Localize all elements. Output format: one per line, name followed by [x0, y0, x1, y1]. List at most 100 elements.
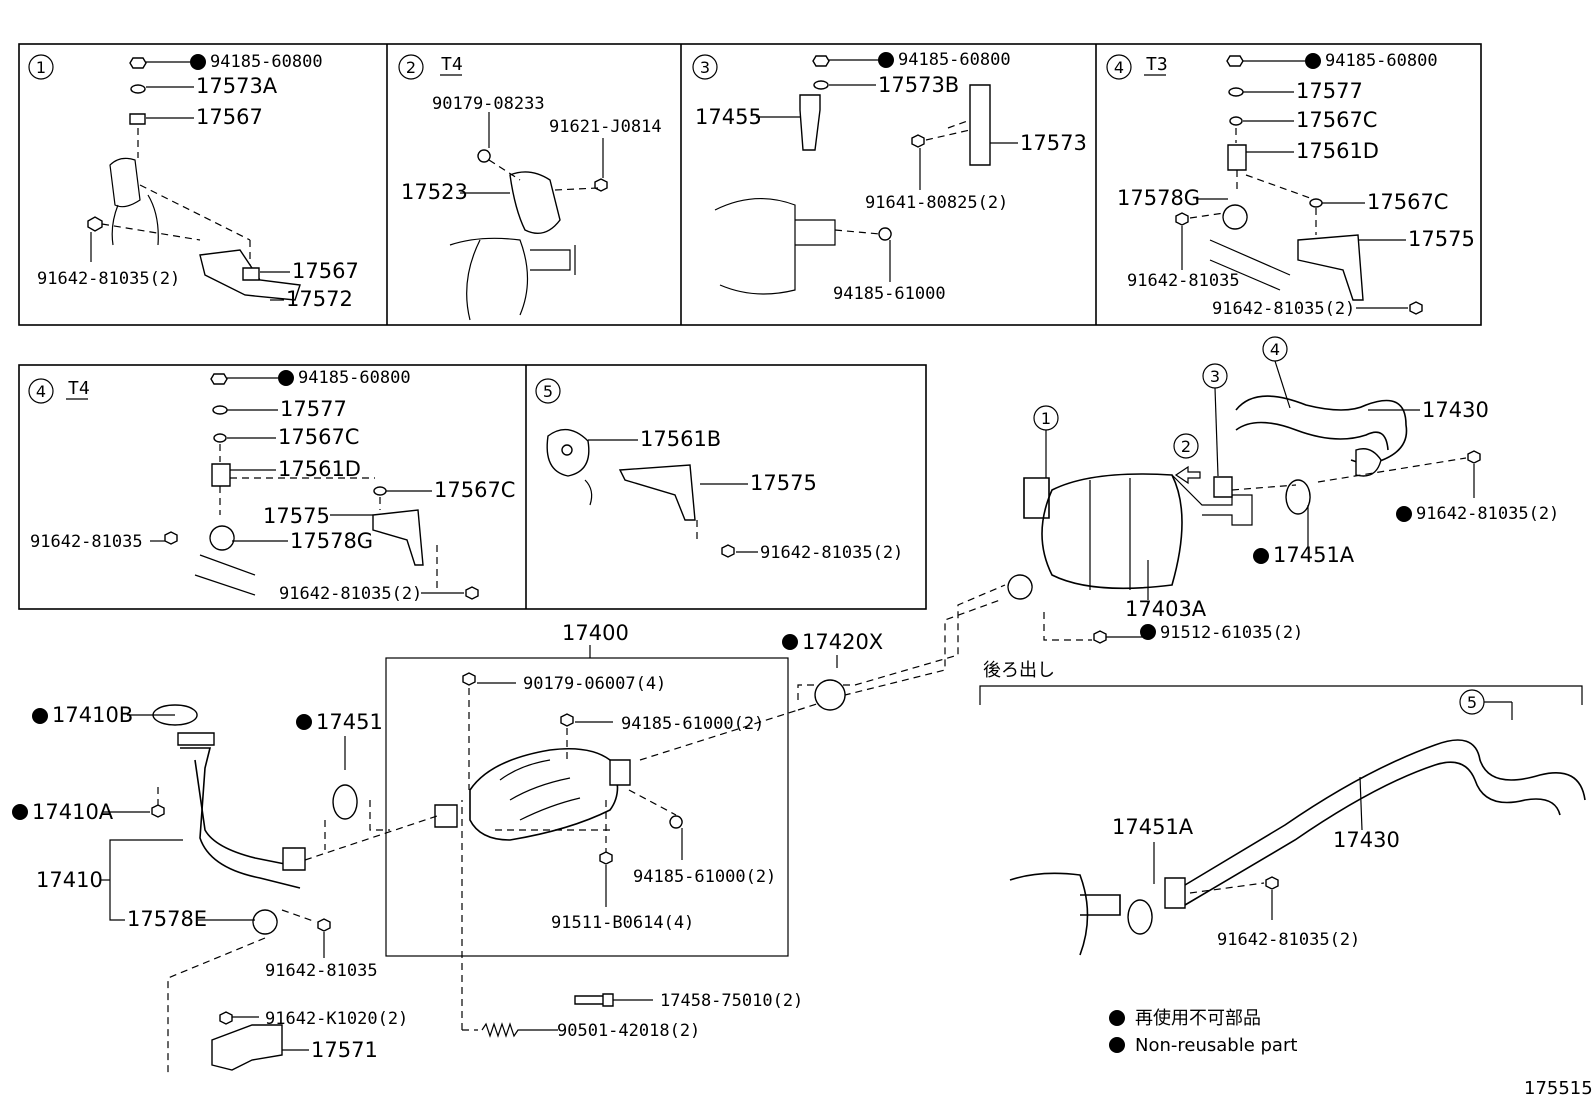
label-17561D: 17561D	[1296, 139, 1379, 163]
label-91642-K1020-2: 91642-K1020(2)	[265, 1009, 408, 1029]
top-panels-frame	[18, 43, 1482, 326]
bolt-part	[462, 672, 476, 686]
label-17410A: 17410A	[32, 800, 114, 824]
bolt-part	[164, 531, 178, 545]
label-91642-81035-2: 91642-81035(2)	[1217, 930, 1360, 950]
bolt-part	[721, 544, 735, 558]
panel-2-badge	[398, 54, 424, 80]
label-17400: 17400	[562, 621, 629, 645]
legend-english: Non-reusable part	[1135, 1035, 1297, 1056]
nut-part	[129, 57, 147, 69]
label-91642-81035-2: 91642-81035(2)	[279, 584, 422, 604]
panel-5: 5 17561B 17575 91642-81035(2)	[535, 378, 903, 563]
bolt-part	[219, 1011, 233, 1025]
label-91642-81035-2: 91642-81035(2)	[1212, 299, 1355, 319]
label-91642-81035: 91642-81035	[1127, 271, 1240, 291]
non-reusable-dot	[1109, 1037, 1125, 1053]
label-17577: 17577	[280, 397, 347, 421]
label-17567: 17567	[196, 105, 263, 129]
bracket-17575-part	[372, 509, 424, 566]
label-94185-61000-2: 94185-61000(2)	[621, 714, 764, 734]
label-17578G: 17578G	[290, 529, 373, 553]
label-17458-75010-2: 17458-75010(2)	[660, 991, 803, 1011]
label-94185-61000: 94185-61000	[833, 284, 946, 304]
label-94185-60800: 94185-60800	[1325, 51, 1438, 71]
panel-2-number: 2	[406, 58, 416, 77]
panel-4-t3-badge	[1106, 54, 1132, 80]
cushion-part	[129, 113, 146, 125]
bolt-part	[594, 178, 608, 192]
label-91642-81035-2: 91642-81035(2)	[760, 543, 903, 563]
bracket-17573-part	[969, 84, 991, 166]
label-17573A: 17573A	[196, 74, 278, 98]
non-reusable-dot	[1109, 1010, 1125, 1026]
front-pipe-flange-part	[177, 732, 215, 746]
tail-pipe-flange-part	[1355, 448, 1382, 477]
bolt-part	[911, 134, 925, 148]
hanger-17455-part	[799, 94, 821, 151]
hanger-17561D-part	[1227, 144, 1247, 171]
cushion-part	[1229, 116, 1243, 126]
label-17451A: 17451A	[1112, 815, 1194, 839]
label-17567-lower: 17567	[292, 259, 359, 283]
non-reusable-dot	[782, 634, 798, 650]
bracket-17575-part	[618, 464, 696, 521]
callout-2	[1173, 433, 1199, 459]
bolt-part	[1175, 212, 1189, 226]
panel-3-number: 3	[700, 58, 710, 77]
inlet-flange-part	[1007, 574, 1033, 600]
nut-part	[669, 815, 683, 829]
label-94185-61000-2-lower: 94185-61000(2)	[633, 867, 776, 887]
non-reusable-dot	[190, 54, 206, 70]
hanger-part	[1023, 477, 1050, 519]
converter-box	[385, 657, 789, 957]
flange-part	[1213, 476, 1233, 498]
non-reusable-dot	[1253, 548, 1269, 564]
label-17578E: 17578E	[127, 907, 207, 931]
nut-part	[1226, 55, 1244, 67]
label-91512-61035-2: 91512-61035(2)	[1160, 623, 1303, 643]
label-90501-42018-2: 90501-42018(2)	[557, 1021, 700, 1041]
gasket-17451-part	[332, 784, 358, 820]
nut-part	[560, 713, 574, 727]
label-17451A: 17451A	[1273, 543, 1355, 567]
panel-4-t4-variant: T4	[68, 378, 90, 399]
panel-3-badge	[692, 54, 718, 80]
label-91642-81035-2: 91642-81035(2)	[37, 269, 180, 289]
arrow-icon	[1174, 465, 1201, 485]
label-17410B: 17410B	[52, 703, 133, 727]
front-pipe-17410-part	[180, 747, 301, 889]
bolt-part	[1409, 301, 1423, 315]
label-17575: 17575	[263, 504, 330, 528]
label-90179-08233: 90179-08233	[432, 94, 545, 114]
non-reusable-dot	[12, 804, 28, 820]
callout-4-number: 4	[1270, 340, 1280, 359]
non-reusable-dot	[296, 714, 312, 730]
label-17567C-right: 17567C	[434, 478, 515, 502]
panel-1-badge	[28, 54, 54, 80]
label-94185-60800: 94185-60800	[210, 52, 323, 72]
front-pipe-rear-flange-part	[282, 847, 306, 871]
label-17410: 17410	[36, 868, 103, 892]
washer-part	[212, 405, 228, 415]
callout-5-number: 5	[1467, 693, 1477, 712]
nut-part	[151, 804, 165, 818]
washer-part	[1228, 87, 1244, 97]
hanger-17561D-part	[211, 463, 231, 487]
label-94185-60800: 94185-60800	[898, 50, 1011, 70]
label-17567C: 17567C	[1296, 108, 1377, 132]
non-reusable-dot	[278, 370, 294, 386]
tail-pipe-17430-part	[1235, 395, 1408, 466]
non-reusable-dot	[1396, 506, 1412, 522]
label-17430: 17430	[1333, 828, 1400, 852]
gasket-17451A-part	[1285, 479, 1311, 515]
muffler-mount-sketch	[109, 157, 159, 246]
middle-panels-frame	[18, 364, 927, 610]
bolt-17458-part	[574, 993, 614, 1007]
spring-90501-part	[481, 1022, 558, 1038]
panel-4-t3: 4 T3 94185-60800 17577 17567C 17561D 175…	[1106, 51, 1475, 319]
label-94185-60800: 94185-60800	[298, 368, 411, 388]
panel-4-t4: 4 T4 94185-60800 17577 17567C 17561D 175…	[28, 368, 515, 604]
label-17455: 17455	[695, 105, 762, 129]
callout-3-number: 3	[1210, 367, 1220, 386]
